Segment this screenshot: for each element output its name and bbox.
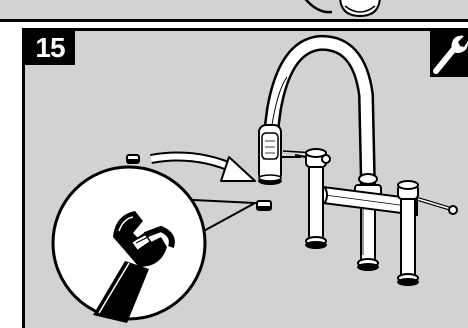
- right-handle: [397, 181, 457, 286]
- wrench-callout: [53, 167, 205, 323]
- previous-step-illustration: [0, 0, 468, 22]
- faucet-body: [355, 174, 381, 271]
- aerator-part-top: [127, 155, 139, 163]
- step-number-badge: 15: [25, 31, 75, 65]
- aerator-part-bottom: [257, 201, 271, 210]
- faucet-aerator-illustration: [25, 31, 468, 328]
- previous-step-panel: [0, 0, 468, 22]
- wrench-icon: [430, 31, 468, 77]
- tool-badge: [430, 31, 468, 77]
- step-panel: 15: [22, 28, 468, 328]
